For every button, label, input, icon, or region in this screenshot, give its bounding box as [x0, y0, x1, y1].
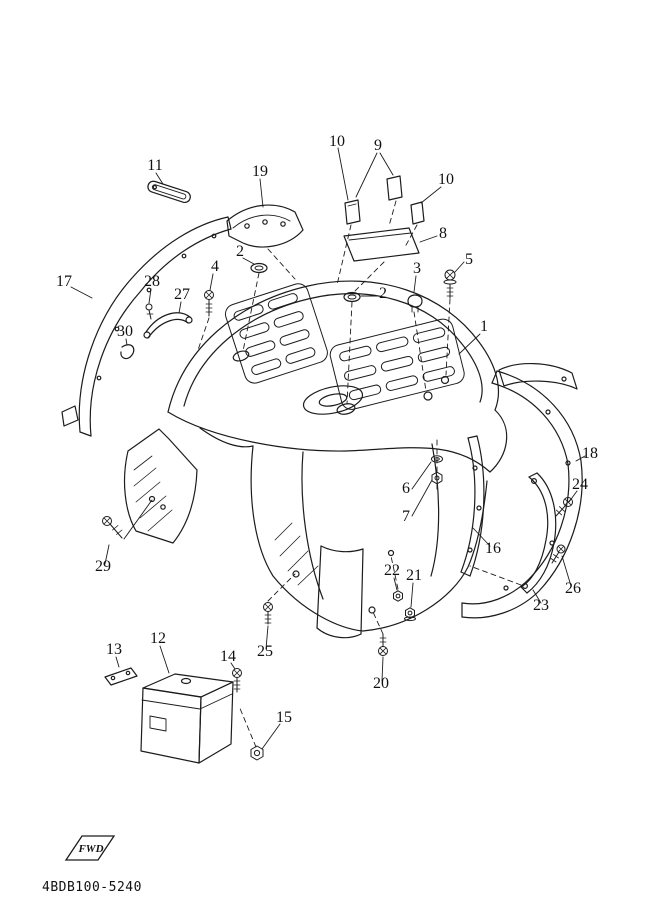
part-inner-strip	[460, 435, 485, 577]
part-rear-fender-body	[167, 280, 508, 639]
callout-29: 29	[95, 558, 111, 575]
callout-28: 28	[144, 273, 160, 290]
callout-18: 18	[582, 445, 598, 462]
callout-17: 17	[56, 273, 72, 290]
part-screw-25	[263, 602, 273, 625]
callout-15: 15	[276, 709, 292, 726]
part-tool-box	[140, 673, 234, 764]
callout-13: 13	[106, 641, 122, 658]
callout-30: 30	[117, 323, 133, 340]
part-grommet	[407, 294, 423, 313]
part-nut-22	[393, 590, 403, 602]
part-top-bracket	[226, 204, 304, 248]
assembly-dashed-lines	[197, 200, 522, 748]
fender-tread-plate-left	[224, 283, 328, 384]
part-stay-rod-27	[143, 312, 193, 339]
callout-10b: 10	[438, 171, 454, 188]
part-left-mud-flap	[123, 428, 198, 544]
part-right-trim-strip	[461, 362, 583, 619]
callout-5: 5	[465, 251, 473, 268]
fender-tread-plate-right	[329, 318, 465, 410]
catalog-code: 4BDB100-5240	[42, 880, 142, 895]
callout-14: 14	[220, 648, 236, 665]
fwd-label: FWD	[77, 843, 103, 855]
part-bolt-4	[204, 290, 214, 317]
part-screw-28	[145, 303, 154, 320]
callout-26: 26	[565, 580, 581, 597]
callout-22: 22	[384, 562, 400, 579]
callout-9: 9	[374, 137, 382, 154]
callout-2a: 2	[236, 243, 244, 260]
part-bolt-5	[443, 269, 457, 299]
part-band-strap	[147, 180, 191, 204]
callout-27: 27	[174, 286, 190, 303]
part-clamp	[120, 344, 135, 360]
part-damper-9	[386, 175, 403, 201]
callout-8: 8	[439, 225, 447, 242]
fwd-marker: FWD	[64, 835, 116, 861]
callout-20: 20	[373, 675, 389, 692]
part-nut-15	[250, 745, 264, 761]
callout-2b: 2	[379, 285, 387, 302]
part-damper-plate	[343, 227, 420, 262]
part-screw-26	[550, 544, 566, 564]
callout-10a: 10	[329, 133, 345, 150]
callout-24: 24	[572, 476, 588, 493]
callout-4: 4	[211, 258, 219, 275]
callout-11: 11	[147, 157, 162, 174]
callout-6: 6	[402, 480, 410, 497]
callout-3: 3	[413, 260, 421, 277]
part-stay-bracket	[520, 472, 557, 594]
part-damper-10-left	[344, 199, 361, 225]
callout-21: 21	[406, 567, 422, 584]
part-nut-21	[404, 607, 416, 622]
part-bracket-13	[104, 667, 138, 686]
part-plug-left	[250, 262, 268, 274]
part-damper-10-right	[410, 201, 425, 225]
callout-23: 23	[533, 597, 549, 614]
part-bolt-14	[232, 668, 242, 693]
part-bolt-29	[102, 499, 153, 540]
callout-7: 7	[402, 508, 410, 525]
callout-16: 16	[485, 540, 501, 557]
callout-25: 25	[257, 643, 273, 660]
callout-19: 19	[252, 163, 268, 180]
callout-1: 1	[480, 318, 488, 335]
callout-12: 12	[150, 630, 166, 647]
leader-lines	[70, 147, 586, 750]
part-plug-center	[343, 291, 361, 303]
part-screw-20	[378, 633, 388, 656]
